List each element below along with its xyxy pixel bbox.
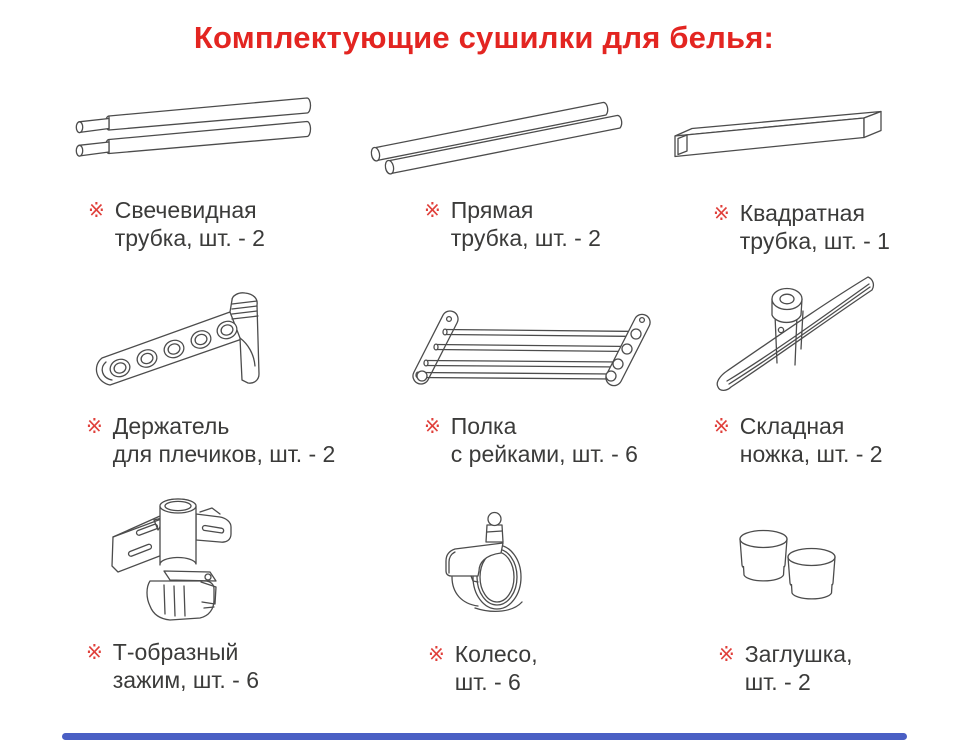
square-tube-drawing bbox=[674, 110, 882, 158]
item-qty: трубка, шт. - 2 bbox=[450, 225, 601, 251]
item-name: Т-образный bbox=[112, 639, 239, 665]
reference-mark-icon: ※ bbox=[424, 200, 441, 222]
item-qty: трубка, шт. - 2 bbox=[114, 225, 265, 251]
reference-mark-icon: ※ bbox=[86, 642, 103, 664]
item-name: Свечевидная bbox=[114, 197, 257, 223]
cap-drawing bbox=[739, 529, 836, 600]
item-name: Складная bbox=[739, 413, 845, 439]
label-candle-tube: ※ Свечевидная трубка, шт. - 2 bbox=[88, 196, 265, 252]
reference-mark-icon: ※ bbox=[718, 644, 735, 666]
label-rail-shelf: ※ Полка с рейками, шт. - 6 bbox=[424, 412, 638, 468]
item-name: Прямая bbox=[450, 197, 534, 223]
reference-mark-icon: ※ bbox=[713, 203, 730, 225]
label-cap: ※ Заглушка, шт. - 2 bbox=[718, 640, 852, 696]
folding-leg-drawing bbox=[716, 276, 875, 392]
item-qty: шт. - 2 bbox=[744, 669, 811, 695]
label-wheel: ※ Колесо, шт. - 6 bbox=[428, 640, 538, 696]
candle-tube-drawing bbox=[75, 97, 312, 157]
item-name: Полка bbox=[450, 413, 517, 439]
reference-mark-icon: ※ bbox=[428, 644, 445, 666]
footer-bar bbox=[62, 733, 907, 740]
item-qty: ножка, шт. - 2 bbox=[739, 441, 883, 467]
label-t-clamp: ※ Т-образный зажим, шт. - 6 bbox=[86, 638, 259, 694]
item-qty: с рейками, шт. - 6 bbox=[450, 441, 638, 467]
item-qty: трубка, шт. - 1 bbox=[739, 228, 890, 254]
reference-mark-icon: ※ bbox=[424, 416, 441, 438]
straight-tube-drawing bbox=[370, 101, 623, 175]
label-hanger-holder: ※ Держатель для плечиков, шт. - 2 bbox=[86, 412, 335, 468]
t-clamp-drawing bbox=[111, 498, 232, 621]
label-folding-leg: ※ Складная ножка, шт. - 2 bbox=[713, 412, 883, 468]
reference-mark-icon: ※ bbox=[713, 416, 730, 438]
item-qty: зажим, шт. - 6 bbox=[112, 667, 259, 693]
label-straight-tube: ※ Прямая трубка, шт. - 2 bbox=[424, 196, 601, 252]
item-name: Квадратная bbox=[739, 200, 865, 226]
wheel-drawing bbox=[445, 511, 523, 613]
label-square-tube: ※ Квадратная трубка, шт. - 1 bbox=[713, 199, 890, 255]
reference-mark-icon: ※ bbox=[88, 200, 105, 222]
item-name: Заглушка, bbox=[744, 641, 853, 667]
hanger-holder-drawing bbox=[95, 292, 260, 386]
reference-mark-icon: ※ bbox=[86, 416, 103, 438]
item-name: Держатель bbox=[112, 413, 230, 439]
item-qty: шт. - 6 bbox=[454, 669, 521, 695]
item-qty: для плечиков, шт. - 2 bbox=[112, 441, 336, 467]
rail-shelf-drawing bbox=[412, 310, 651, 387]
item-name: Колесо, bbox=[454, 641, 538, 667]
page-title: Комплектующие сушилки для белья: bbox=[193, 20, 775, 55]
